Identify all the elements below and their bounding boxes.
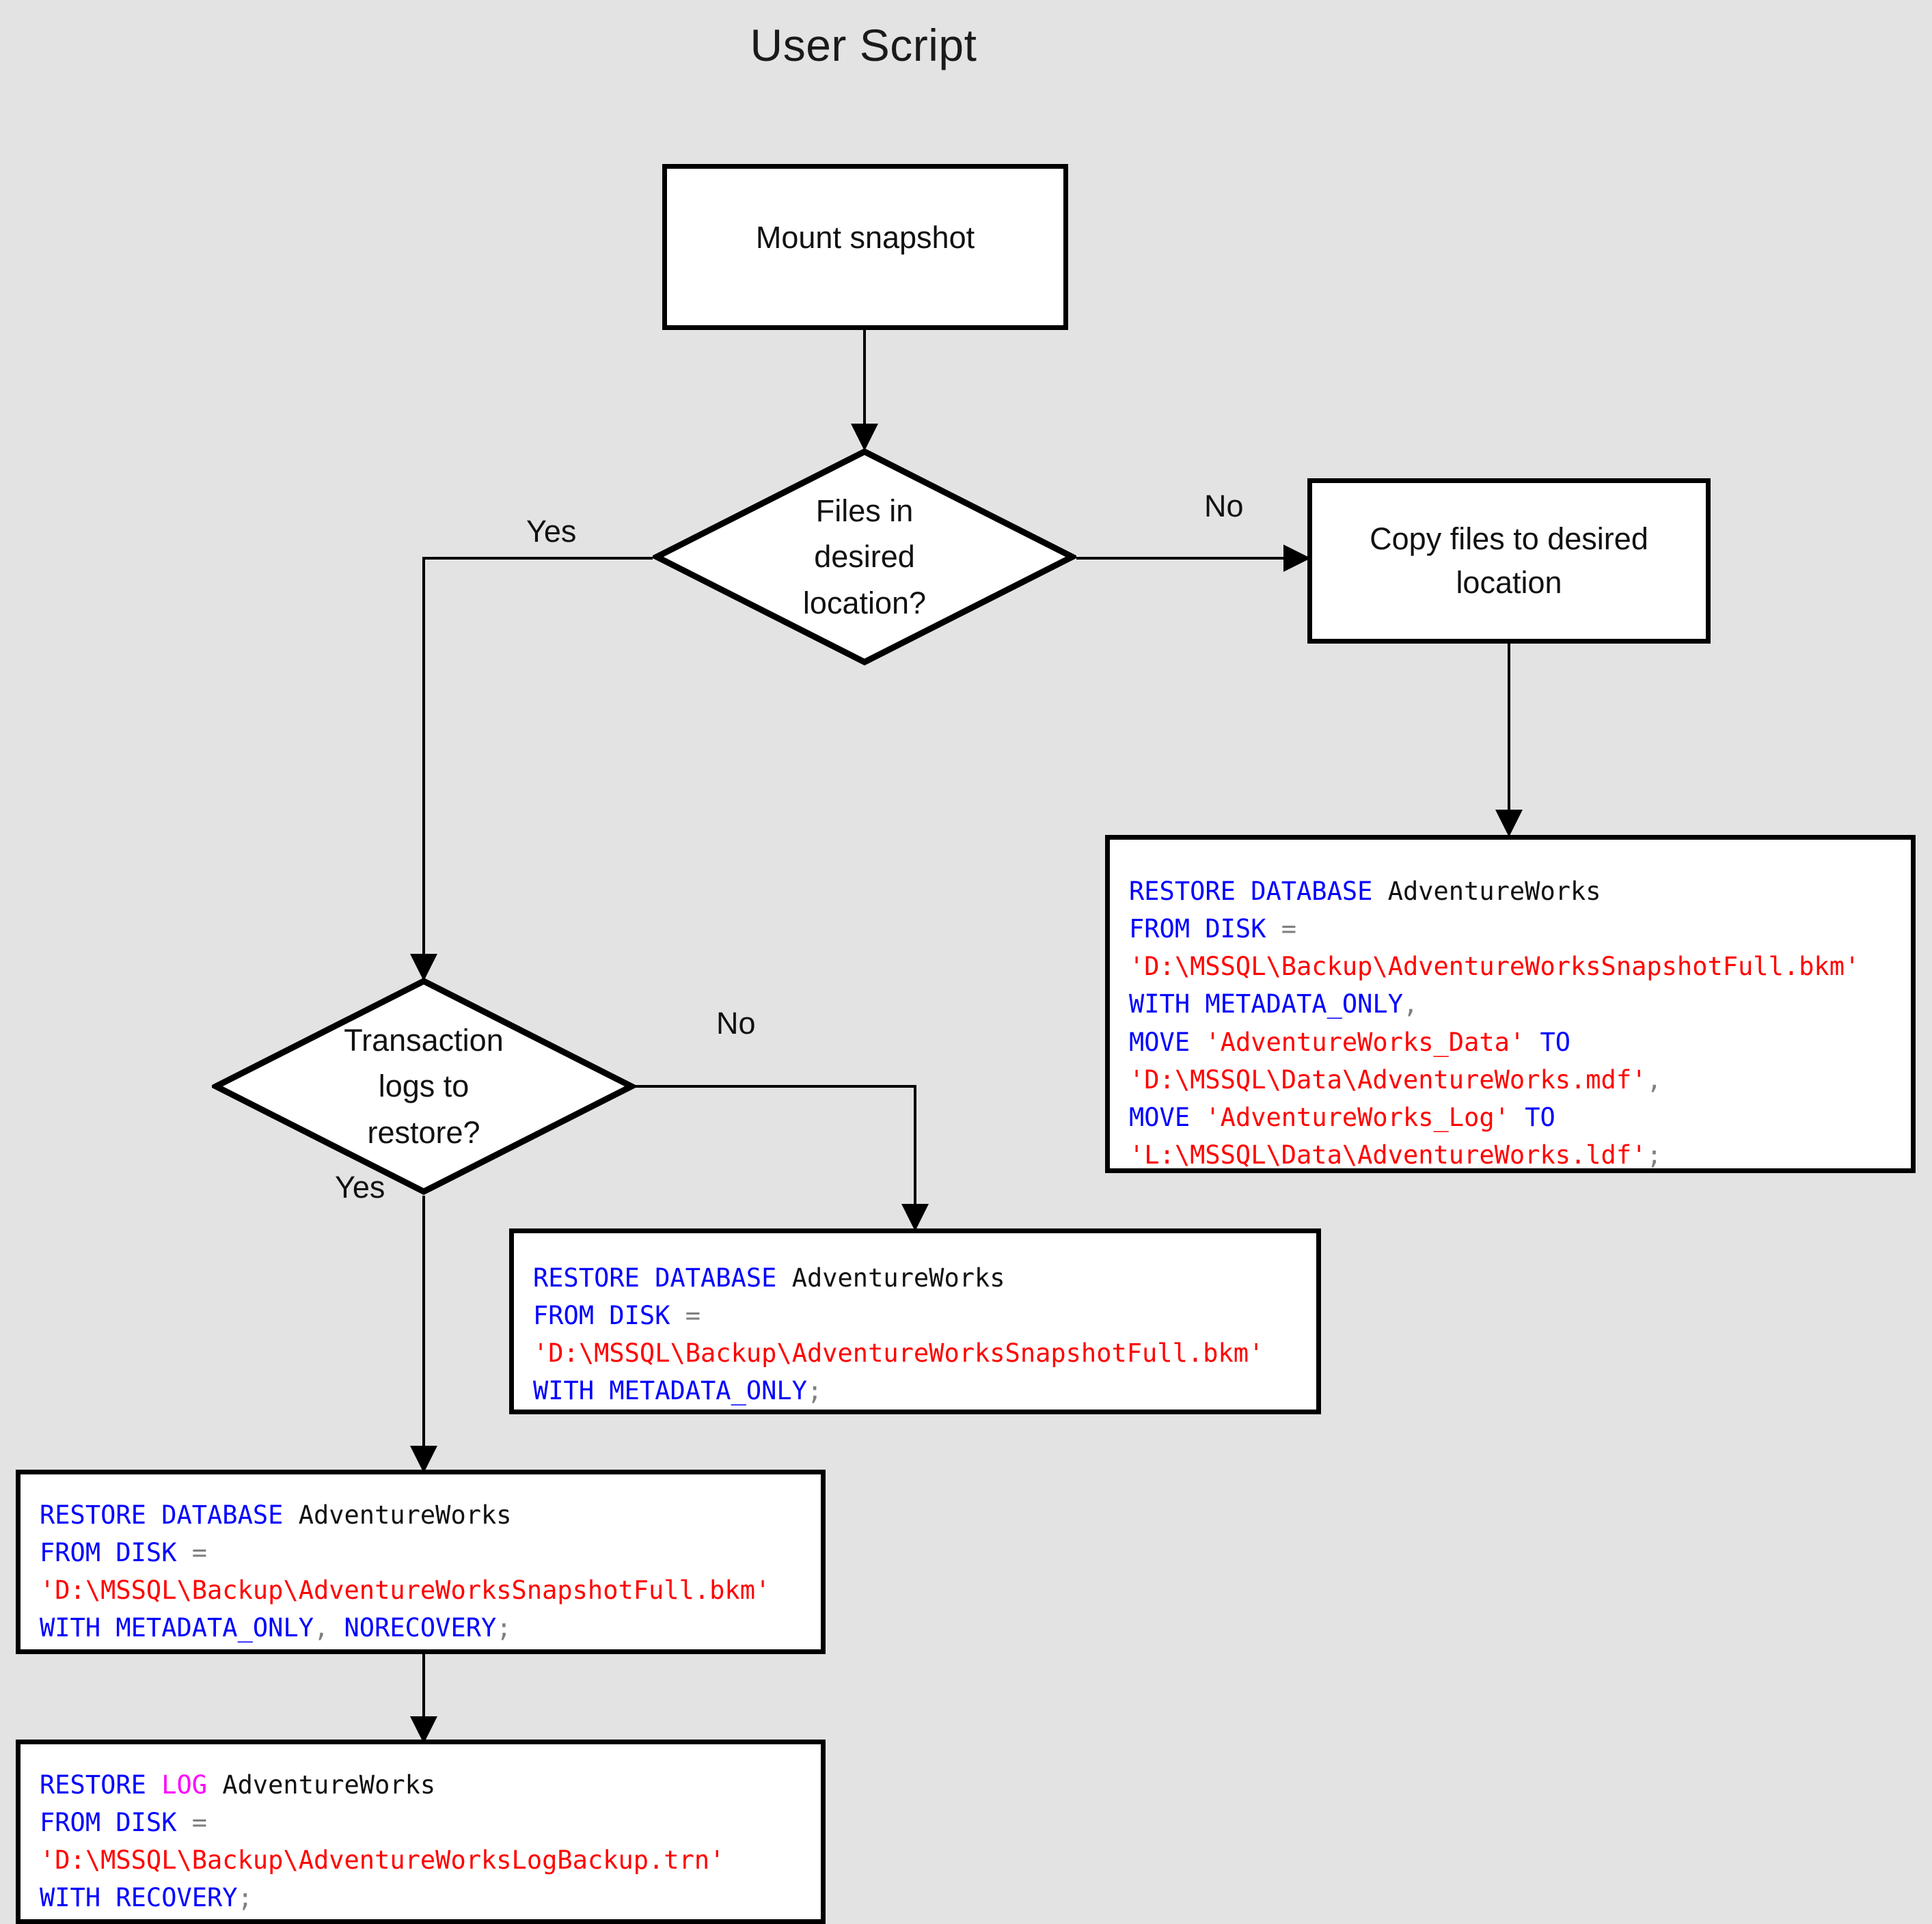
code-block-restore-log[interactable]: RESTORE LOG AdventureWorks FROM DISK = '…	[16, 1740, 826, 1924]
node-copy-files[interactable]: Copy files to desired location	[1307, 478, 1711, 644]
code-text: RESTORE DATABASE AdventureWorks FROM DIS…	[1129, 877, 1860, 1170]
diamond-shape	[212, 977, 636, 1196]
code-block-restore-metadata-only[interactable]: RESTORE DATABASE AdventureWorks FROM DIS…	[509, 1228, 1321, 1414]
diamond-shape	[653, 448, 1076, 666]
code-text: RESTORE LOG AdventureWorks FROM DISK = '…	[40, 1770, 725, 1913]
edge-label-files-no: No	[1204, 489, 1244, 523]
code-text: RESTORE DATABASE AdventureWorks FROM DIS…	[533, 1263, 1264, 1406]
node-transaction-logs-to-restore-label: Transaction logs to restore?	[344, 1022, 504, 1150]
edge-label-logs-no: No	[716, 1006, 756, 1041]
page-title: User Script	[750, 20, 977, 70]
node-files-in-desired-location-label: Files in desired location?	[802, 493, 927, 620]
node-mount-snapshot[interactable]: Mount snapshot	[662, 164, 1068, 330]
node-transaction-logs-to-restore[interactable]: Transaction logs to restore?	[212, 977, 636, 1196]
code-text: RESTORE DATABASE AdventureWorks FROM DIS…	[40, 1500, 771, 1643]
edge-files-yes-to-logs	[410, 557, 653, 981]
node-files-in-desired-location[interactable]: Files in desired location?	[653, 448, 1076, 666]
edge-label-files-yes: Yes	[526, 514, 577, 549]
code-block-restore-with-move[interactable]: RESTORE DATABASE AdventureWorks FROM DIS…	[1105, 835, 1916, 1173]
edge-logs-no-to-code-mid	[636, 1085, 929, 1231]
edge-label-logs-yes: Yes	[335, 1170, 385, 1205]
node-mount-snapshot-label: Mount snapshot	[755, 219, 975, 255]
node-copy-files-label: Copy files to desired location	[1370, 521, 1648, 600]
code-block-restore-norecovery[interactable]: RESTORE DATABASE AdventureWorks FROM DIS…	[16, 1470, 826, 1654]
